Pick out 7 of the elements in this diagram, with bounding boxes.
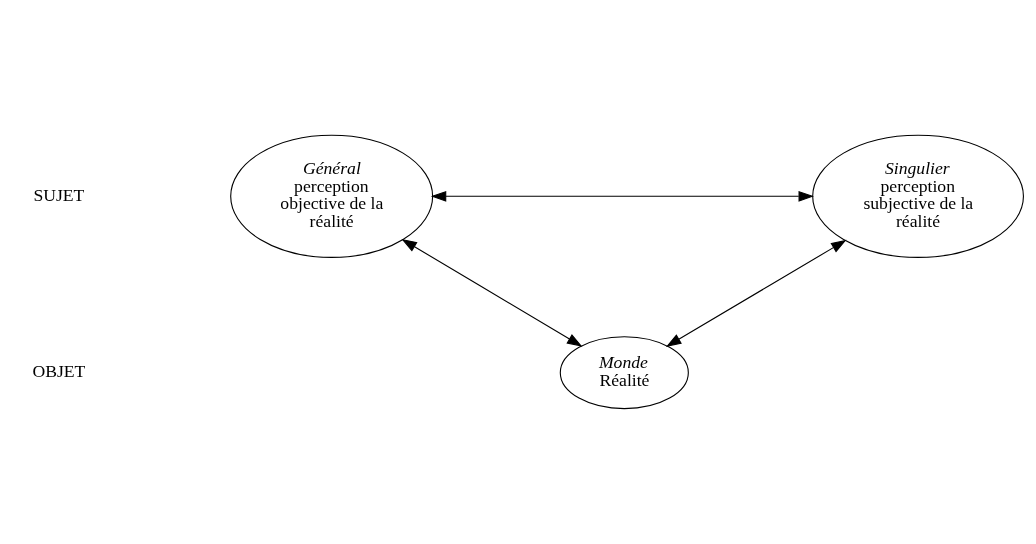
label: SUJET: [33, 184, 85, 205]
arrow: [401, 238, 583, 347]
node-ellipse: Général perception objective de la réalité: [230, 134, 434, 258]
arrow: [430, 190, 814, 202]
node-ellipse: Singulier perception subjective de la réalité: [812, 134, 1024, 258]
arrow: [665, 239, 847, 347]
label: OBJET: [32, 360, 86, 381]
